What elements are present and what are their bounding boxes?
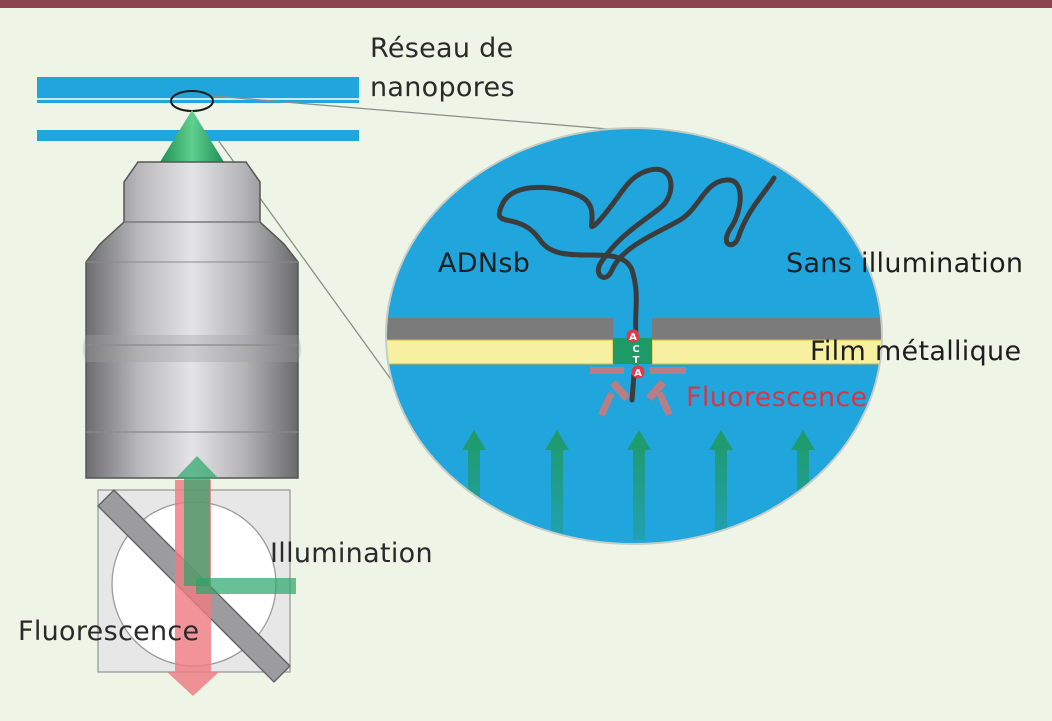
excitation-beam	[196, 578, 296, 594]
base-t	[630, 353, 642, 365]
label-illumination: Illumination	[270, 538, 433, 569]
dna-bases: A C T A	[626, 329, 645, 379]
fluorescence-rays	[590, 367, 686, 417]
top-band	[0, 0, 1052, 8]
light-paths	[167, 456, 296, 696]
base-a-top	[626, 329, 640, 343]
label-nanopore-array-line2: nanopores	[370, 72, 515, 103]
microscope-objective	[83, 161, 301, 479]
label-ssdna: ADNsb	[438, 248, 531, 279]
label-nanopore-array-line1: Réseau de	[370, 33, 514, 64]
base-c	[630, 342, 642, 354]
svg-text:A: A	[629, 332, 637, 343]
svg-text:T: T	[633, 355, 640, 366]
label-metal-film: Film métallique	[810, 336, 1022, 367]
label-no-illumination: Sans illumination	[786, 248, 1024, 279]
svg-text:A: A	[634, 368, 642, 379]
excitation-arrow	[176, 456, 218, 586]
base-a-bottom	[631, 365, 645, 379]
ssdna-strand	[496, 166, 777, 341]
label-fluorescence-optics: Fluorescence	[18, 616, 200, 647]
label-fluorescence-zoom: Fluorescence	[686, 382, 868, 413]
svg-text:C: C	[632, 344, 639, 355]
excitation-cone	[160, 110, 224, 162]
